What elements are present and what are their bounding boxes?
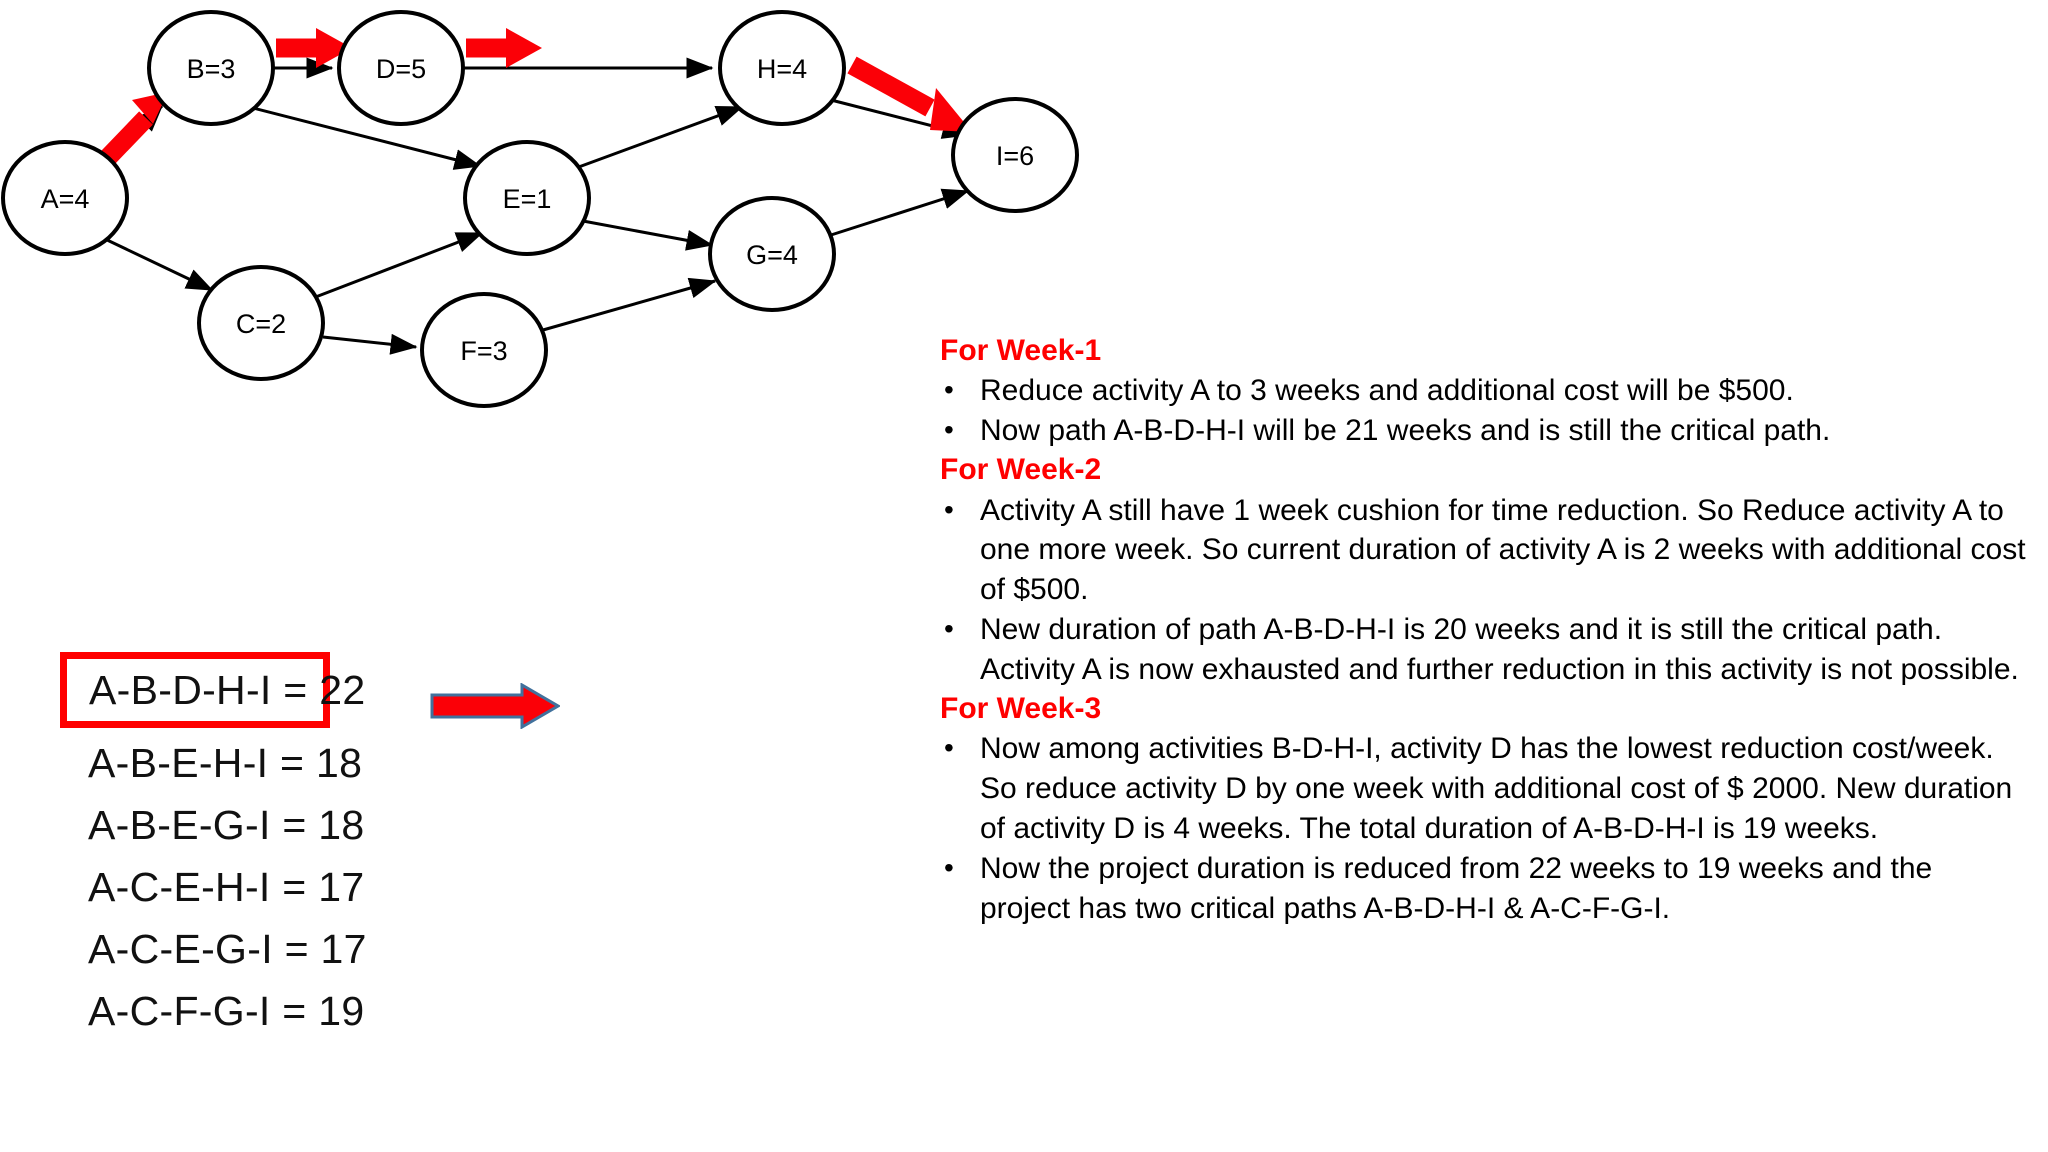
bullet-text: Activity A still have 1 week cushion for… [980,493,2026,607]
path-label: A-C-E-G-I = 17 [88,925,367,972]
edge-group [104,57,970,355]
path-list-item[interactable]: A-C-F-G-I = 19 [60,980,580,1042]
week2-bullet-1: • Activity A still have 1 week cushion f… [940,491,2030,611]
network-diagram: A=4 B=3 C=2 D=5 E=1 F=3 [0,0,1120,640]
edge-c-f [322,333,418,355]
node-i[interactable]: I=6 [951,97,1079,213]
bullet-icon: • [944,374,954,406]
path-label: A-B-E-H-I = 18 [88,739,363,786]
edge-f-g [542,277,717,332]
red-arrow-b-d [276,28,352,68]
red-arrow-d-h [466,28,542,68]
path-label: A-C-E-H-I = 17 [88,863,365,910]
node-g[interactable]: G=4 [708,196,836,312]
path-label: A-B-D-H-I = 22 [89,666,366,713]
week2-heading: For Week-2 [940,453,1102,487]
node-d-label: D=5 [376,54,426,84]
edge-b-e [252,106,482,170]
bullet-text: Reduce activity A to 3 weeks and additio… [980,374,1794,408]
edge-c-e [312,231,484,300]
bullet-icon: • [944,852,954,884]
red-arrow-h-i [847,56,972,132]
node-f-label: F=3 [460,336,507,366]
network-diagram-canvas: A=4 B=3 C=2 D=5 E=1 F=3 [1,10,1079,408]
bullet-icon: • [944,732,954,764]
node-b-label: B=3 [187,54,236,84]
node-a-label: A=4 [41,184,90,214]
path-duration-list: A-B-D-H-I = 22 A-B-E-H-I = 18 A-B-E-G-I … [60,652,580,1042]
node-e[interactable]: E=1 [463,140,591,256]
node-c-label: C=2 [236,309,286,339]
node-f[interactable]: F=3 [420,292,548,408]
week3-bullet-1: • Now among activities B-D-H-I, activity… [940,729,2030,849]
node-b[interactable]: B=3 [147,10,275,126]
bullet-icon: • [944,493,954,525]
edge-a-c [104,237,214,292]
node-i-label: I=6 [996,141,1034,171]
bullet-icon: • [944,613,954,645]
path-list-item-critical[interactable]: A-B-D-H-I = 22 [60,652,365,728]
week1-bullet-2: • Now path A-B-D-H-I will be 21 weeks an… [940,411,2030,451]
path-list-item[interactable]: A-B-E-H-I = 18 [60,732,580,794]
node-group: A=4 B=3 C=2 D=5 E=1 F=3 [1,10,1079,408]
path-list-item[interactable]: A-C-E-G-I = 17 [60,918,580,980]
node-h[interactable]: H=4 [718,10,846,126]
path-list-item[interactable]: A-B-E-G-I = 18 [60,794,580,856]
week3-bullet-2: • Now the project duration is reduced fr… [940,849,2030,929]
week2-bullet-2: • New duration of path A-B-D-H-I is 20 w… [940,610,2030,690]
path-label: A-B-E-G-I = 18 [88,801,365,848]
bullet-text: Now among activities B-D-H-I, activity D… [980,732,2013,846]
week1-bullet-1: • Reduce activity A to 3 weeks and addit… [940,371,2030,411]
node-d[interactable]: D=5 [337,10,465,126]
week1-heading: For Week-1 [940,334,1102,367]
node-h-label: H=4 [757,54,807,84]
bullet-text: Now the project duration is reduced from… [980,852,1933,925]
edge-e-h [575,105,744,170]
bullet-text: New duration of path A-B-D-H-I is 20 wee… [980,613,2019,687]
bullet-icon: • [944,414,954,446]
node-g-label: G=4 [746,240,798,270]
right-block-arrow-icon [430,683,560,729]
node-e-label: E=1 [503,184,552,214]
edge-g-i [830,188,970,237]
path-list-item[interactable]: A-C-E-H-I = 17 [60,856,580,918]
node-c[interactable]: C=2 [197,265,325,381]
node-a[interactable]: A=4 [1,140,129,256]
bullet-text: Now path A-B-D-H-I will be 21 weeks and … [980,414,1831,448]
edge-e-g [582,219,714,251]
notes-panel: For Week-1 • Reduce activity A to 3 week… [940,332,2030,929]
week3-heading: For Week-3 [940,692,1102,726]
path-label: A-C-F-G-I = 19 [88,987,365,1034]
